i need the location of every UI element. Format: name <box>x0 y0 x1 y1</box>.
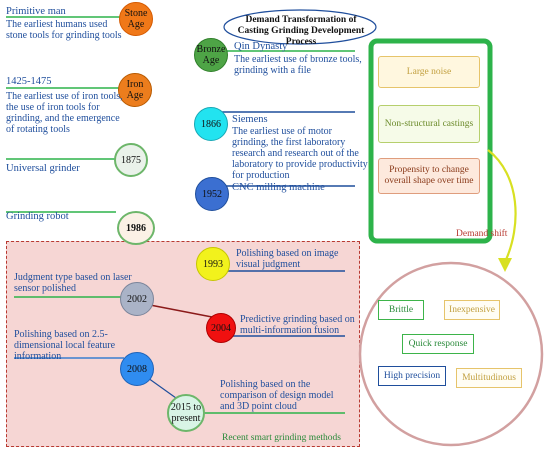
heading-1866: Siemens <box>232 114 268 125</box>
new-demand-multitudinous: Multitudinous <box>456 368 522 388</box>
smart-caption: Recent smart grinding methods <box>222 433 341 443</box>
node-bronze-age: Bronze Age <box>194 38 228 72</box>
desc-stone: The earliest humans used stone tools for… <box>6 19 122 41</box>
new-demand-quick-response: Quick response <box>402 334 474 354</box>
demand-shift-label: Demand shift <box>456 229 508 239</box>
desc-1866: The earliest use of motor grinding, the … <box>232 126 368 181</box>
desc-2015: Polishing based on the comparison of des… <box>220 379 334 412</box>
desc-bronze: The earliest use of bronze tools, grindi… <box>234 54 362 76</box>
heading-iron: 1425-1475 <box>6 76 52 87</box>
node-2008: 2008 <box>120 352 154 386</box>
heading-bronze: Qin Dynasty <box>234 41 288 52</box>
old-demand-large-noise: Large noise <box>378 56 480 88</box>
node-2004: 2004 <box>206 313 236 343</box>
desc-1952: CNC milling machine <box>232 182 325 193</box>
desc-2004: Predictive grinding based on multi-infor… <box>240 314 355 336</box>
line-2008b <box>147 377 177 399</box>
line-2004 <box>149 304 213 318</box>
desc-2002: Judgment type based on laser sensor poli… <box>14 272 132 294</box>
node-iron-age: Iron Age <box>118 73 152 107</box>
desc-1993: Polishing based on image visual judgment <box>236 248 339 270</box>
node-1993: 1993 <box>196 247 230 281</box>
new-demands-circle <box>358 261 544 447</box>
new-demand-brittle: Brittle <box>378 300 424 320</box>
desc-2008: Polishing based on 2.5-dimensional local… <box>14 329 116 362</box>
desc-iron: The earliest use of iron tools, the use … <box>6 91 123 135</box>
node-2015: 2015 to present <box>167 394 205 432</box>
old-demand-non-structural: Non-structural castings <box>378 105 480 143</box>
node-1875: 1875 <box>114 143 148 177</box>
old-demand-shape-change: Propensity to change overall shape over … <box>378 158 480 194</box>
node-1866: 1866 <box>194 107 228 141</box>
heading-stone: Primitive man <box>6 6 66 17</box>
node-1952: 1952 <box>195 177 229 211</box>
new-demand-inexpensive: Inexpensive <box>444 300 500 320</box>
desc-1986: Grinding robot <box>6 211 69 222</box>
node-stone-age: Stone Age <box>119 2 153 36</box>
node-2002: 2002 <box>120 282 154 316</box>
title-cloud <box>223 9 377 45</box>
desc-1875: Universal grinder <box>6 163 80 174</box>
node-1986: 1986 <box>117 211 155 245</box>
demand-shift-arrow <box>487 149 517 272</box>
diagram-title: Demand Transformation of Casting Grindin… <box>237 15 365 47</box>
new-demand-high-precision: High precision <box>378 366 446 386</box>
